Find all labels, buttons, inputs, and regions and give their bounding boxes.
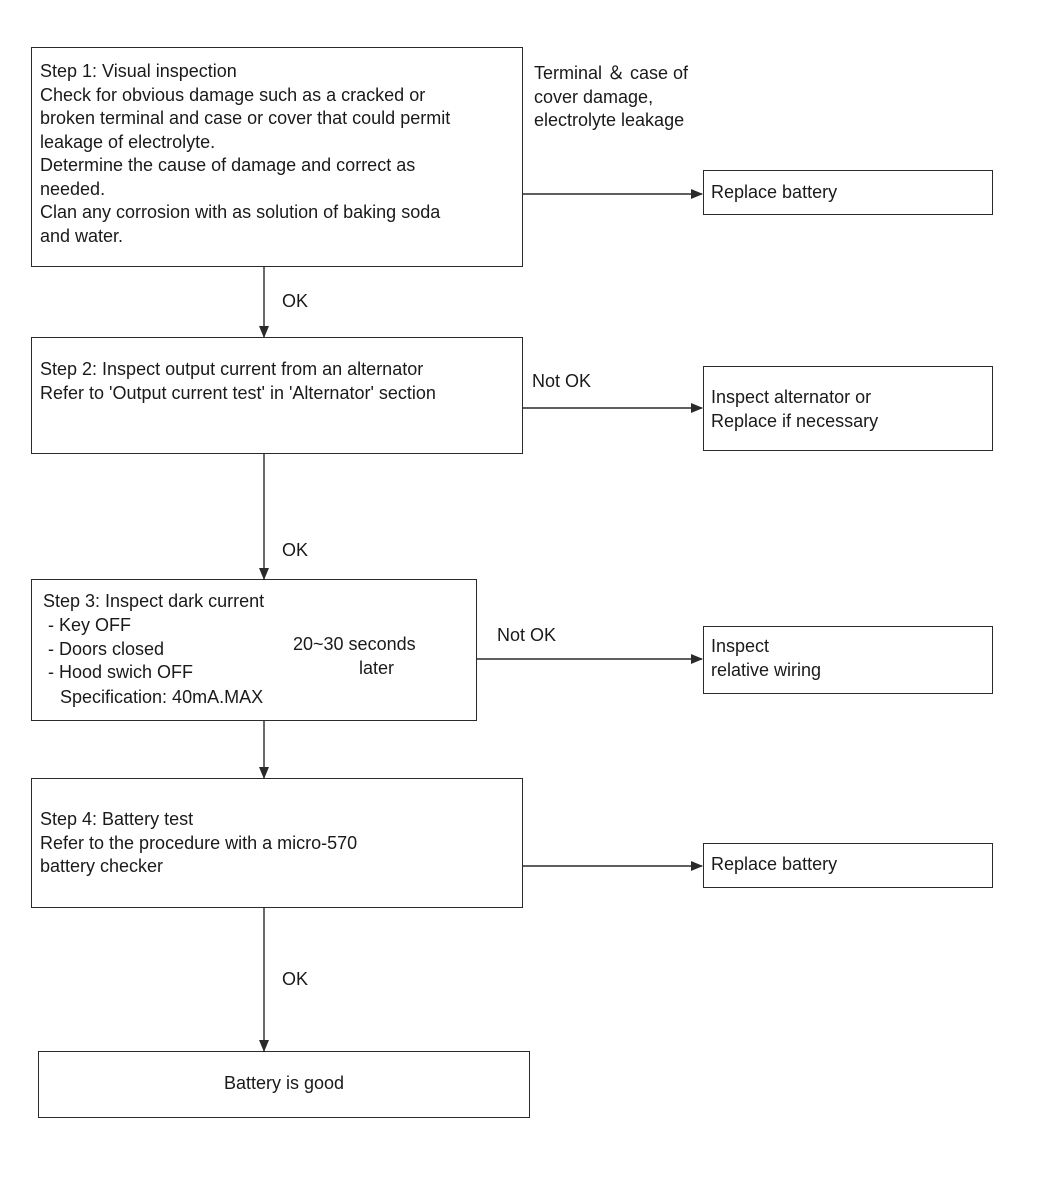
replace-battery-label-2: Replace battery [711, 854, 838, 874]
step1-line: and water. [40, 225, 124, 246]
condition-item: - Key OFF [48, 615, 132, 635]
replace-battery-box-2 [703, 843, 993, 888]
timing-line: later [359, 657, 395, 678]
battery-good-box [38, 1051, 530, 1118]
step2-text: Step 2: Inspect output current from an a… [40, 358, 436, 405]
step2-line: Step 2: Inspect output current from an a… [40, 359, 424, 379]
step1-box [31, 47, 523, 267]
step1-side-note: Terminal ＆ case of cover damage, electro… [534, 62, 688, 133]
side-note-line: Terminal ＆ case of [534, 63, 689, 83]
ok-label-4: OK [282, 969, 309, 989]
step3-title: Step 3: Inspect dark current [43, 591, 265, 611]
inspect-wiring-box [703, 626, 993, 694]
not-ok-label-3: Not OK [497, 625, 557, 645]
step4-line: battery checker [40, 856, 164, 876]
inspect-wiring-text: Inspect relative wiring [711, 635, 821, 682]
step1-line: broken terminal and case or cover that c… [40, 108, 451, 128]
step2-line: Refer to 'Output current test' in 'Alter… [40, 382, 436, 403]
step1-line: Clan any corrosion with as solution of b… [40, 202, 441, 222]
inspect-alternator-box [703, 366, 993, 451]
step4-box [31, 778, 523, 908]
step2-box [31, 337, 523, 454]
step1-line: Determine the cause of damage and correc… [40, 155, 416, 175]
ok-label-2: OK [282, 540, 309, 560]
condition-item: - Doors closed [48, 638, 165, 659]
step1-text: Step 1: Visual inspection Check for obvi… [40, 60, 450, 248]
step3-specification: Specification: 40mA.MAX [60, 687, 264, 707]
step4-line: Step 4: Battery test [40, 809, 194, 829]
step4-text: Step 4: Battery test Refer to the proced… [40, 808, 357, 879]
inspect-wiring-line: relative wiring [711, 659, 822, 680]
step3-conditions: - Key OFF - Doors closed - Hood swich OF… [48, 614, 193, 685]
timing-line: 20~30 seconds [293, 634, 416, 654]
inspect-alternator-text: Inspect alternator or Replace if necessa… [711, 386, 878, 433]
step3-box [31, 579, 477, 721]
replace-battery-box-1 [703, 170, 993, 215]
inspect-wiring-line: Inspect [711, 636, 770, 656]
step1-line: Step 1: Visual inspection [40, 61, 237, 81]
condition-item: - Hood swich OFF [48, 662, 194, 682]
inspect-alternator-line: Inspect alternator or [711, 387, 872, 407]
battery-good-label: Battery is good [223, 1073, 345, 1093]
not-ok-label-2: Not OK [532, 371, 592, 391]
ok-label-1: OK [282, 291, 309, 311]
side-note-line: electrolyte leakage [534, 110, 685, 130]
step1-line: leakage of electrolyte. [40, 131, 216, 152]
side-note-line: cover damage, [534, 86, 654, 107]
replace-battery-label-1: Replace battery [711, 182, 838, 202]
step3-timing: 20~30 seconds later [293, 633, 443, 680]
step1-line: Check for obvious damage such as a crack… [40, 84, 426, 105]
inspect-alternator-line: Replace if necessary [711, 410, 879, 431]
step1-line: needed. [40, 178, 106, 199]
step4-line: Refer to the procedure with a micro-570 [40, 832, 358, 853]
